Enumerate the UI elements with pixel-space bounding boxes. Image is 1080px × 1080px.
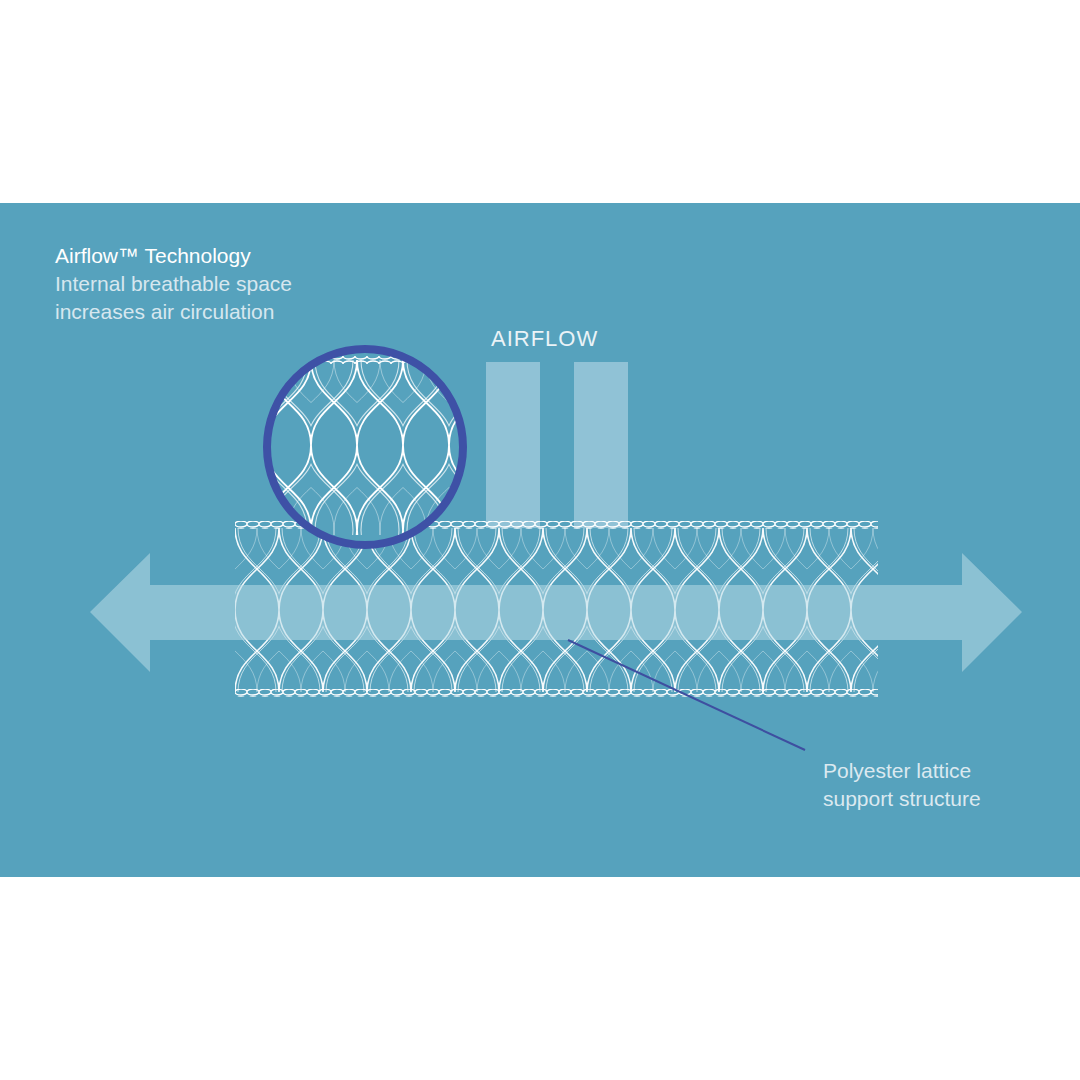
airflow-bar xyxy=(574,362,628,528)
part-label: Polyester lattice support structure xyxy=(823,757,1023,814)
teal-band xyxy=(0,203,1080,877)
airflow-bar xyxy=(486,362,540,528)
subtitle-note: Internal breathable space increases air … xyxy=(55,270,345,327)
bottom-mesh-layer xyxy=(235,689,878,697)
airflow-label: AIRFLOW xyxy=(491,324,691,354)
magnifier-ring xyxy=(267,349,463,545)
magnified-mesh xyxy=(260,356,470,364)
heading: Airflow™ Technology xyxy=(55,242,455,270)
airflow-double-arrow xyxy=(90,553,1022,672)
leader-line xyxy=(568,640,805,750)
